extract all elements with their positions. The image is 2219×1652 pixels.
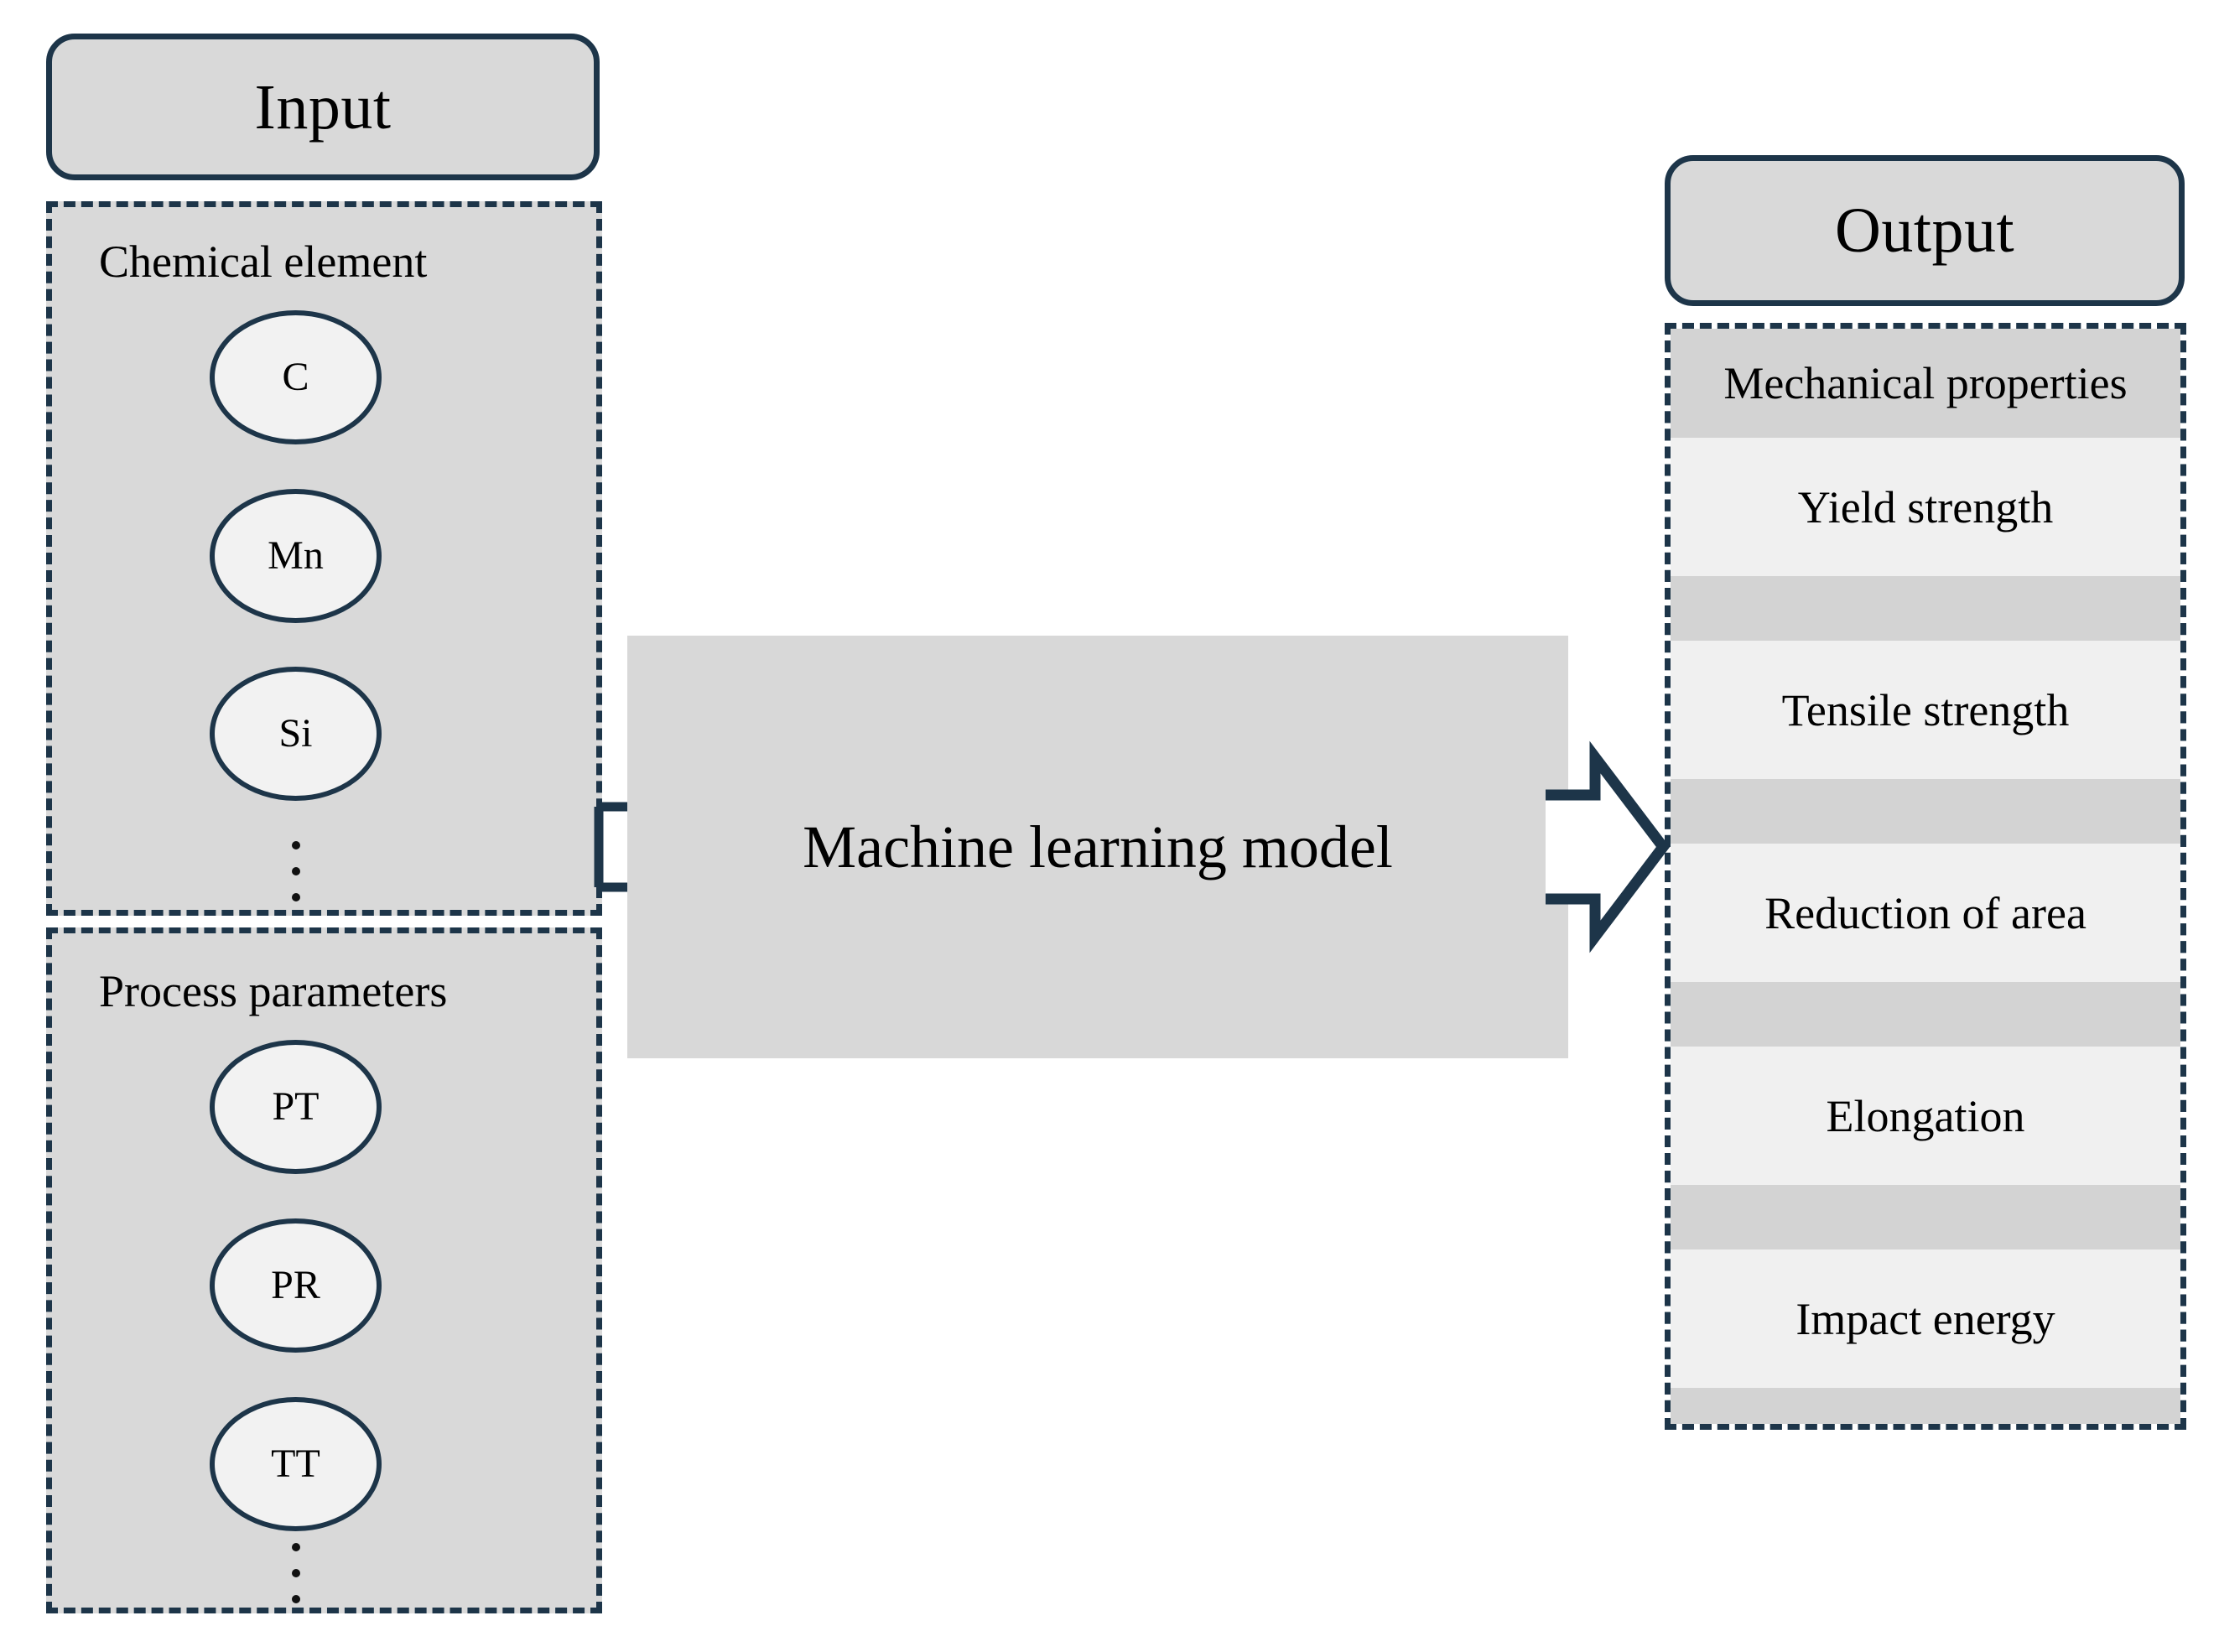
machine-learning-model-box[interactable]: Machine learning model bbox=[627, 636, 1568, 1058]
input-header-box: Input bbox=[46, 34, 600, 180]
process-parameters-title: Process parameters bbox=[99, 966, 448, 1016]
output-property-label: Impact energy bbox=[1795, 1293, 2055, 1344]
input-header-label: Input bbox=[254, 71, 392, 143]
output-property-label: Yield strength bbox=[1797, 481, 2054, 532]
output-property-row[interactable]: Elongation bbox=[1671, 1047, 2180, 1185]
input-node-pt-label: PT bbox=[272, 1083, 320, 1129]
input-to-model-bracket-icon bbox=[594, 802, 627, 892]
output-header-label: Output bbox=[1834, 195, 2015, 266]
chemical-element-title: Chemical element bbox=[99, 236, 428, 287]
input-node-tt[interactable]: TT bbox=[210, 1397, 382, 1531]
input-node-tt-label: TT bbox=[271, 1441, 320, 1486]
output-row-spacer bbox=[1671, 982, 2180, 1047]
output-row-spacer bbox=[1671, 1185, 2180, 1249]
output-stripes-container: Mechanical properties Yield strength Ten… bbox=[1671, 329, 2180, 1424]
output-property-label: Elongation bbox=[1826, 1090, 2025, 1141]
output-row-spacer bbox=[1671, 576, 2180, 641]
input-node-pt[interactable]: PT bbox=[210, 1040, 382, 1174]
output-property-label: Reduction of area bbox=[1764, 887, 2086, 938]
input-node-mn[interactable]: Mn bbox=[210, 489, 382, 623]
output-property-row[interactable]: Tensile strength bbox=[1671, 641, 2180, 779]
input-node-si-label: Si bbox=[278, 710, 313, 756]
input-node-pr-label: PR bbox=[271, 1262, 320, 1307]
process-parameters-ellipsis-icon bbox=[291, 1543, 301, 1603]
input-node-pr[interactable]: PR bbox=[210, 1218, 382, 1353]
input-node-c-label: C bbox=[282, 354, 309, 399]
output-row-spacer bbox=[1671, 1388, 2180, 1424]
input-node-mn-label: Mn bbox=[268, 532, 324, 578]
output-section-label-stripe: Mechanical properties bbox=[1671, 329, 2180, 438]
input-node-si[interactable]: Si bbox=[210, 667, 382, 801]
machine-learning-model-label: Machine learning model bbox=[803, 813, 1393, 881]
chemical-element-ellipsis-icon bbox=[291, 841, 301, 901]
output-property-row[interactable]: Reduction of area bbox=[1671, 844, 2180, 982]
output-section-label: Mechanical properties bbox=[1723, 358, 2128, 408]
input-node-c[interactable]: C bbox=[210, 310, 382, 444]
output-header-box: Output bbox=[1665, 155, 2185, 306]
output-properties-panel-outline bbox=[1665, 323, 2186, 1430]
output-property-row[interactable]: Impact energy bbox=[1671, 1249, 2180, 1388]
output-property-label: Tensile strength bbox=[1781, 684, 2070, 735]
output-property-row[interactable]: Yield strength bbox=[1671, 438, 2180, 576]
output-row-spacer bbox=[1671, 779, 2180, 844]
